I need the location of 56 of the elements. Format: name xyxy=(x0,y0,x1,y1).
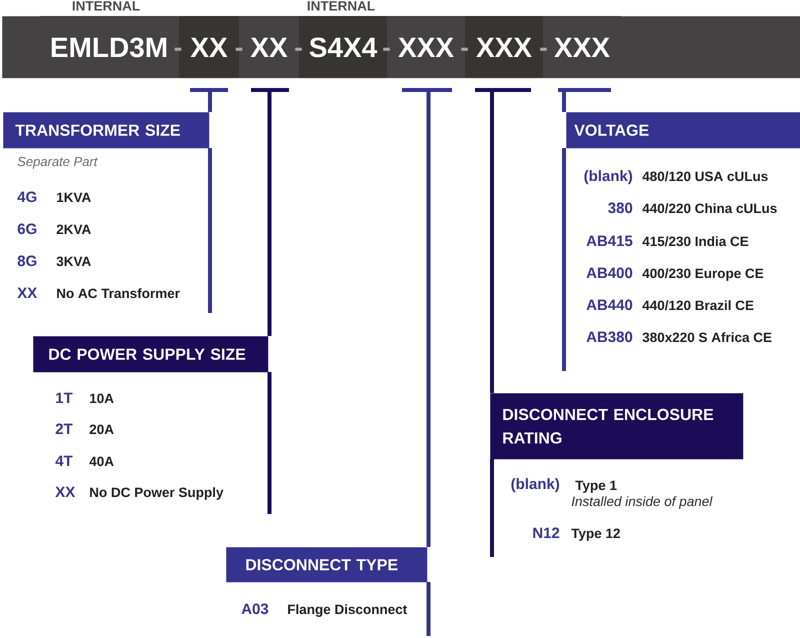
category-header: DISCONNECT ENCLOSURE RATING xyxy=(490,393,744,460)
option-code: AB400 xyxy=(586,268,632,278)
connector-line xyxy=(249,88,291,338)
option-description: Type 12 xyxy=(571,528,620,541)
category-header: TRANSFORMER SIZE xyxy=(3,112,210,148)
option-description: Type 1 xyxy=(575,480,617,493)
option-code: XX xyxy=(17,288,38,298)
dash: - xyxy=(383,48,390,51)
option-description: 1KVA xyxy=(57,192,91,202)
node-label: XXX xyxy=(554,38,610,58)
option-description: 480/120 USA cULus xyxy=(642,171,768,182)
node-label: EMLD3M xyxy=(52,37,166,58)
option-code: 4T xyxy=(55,456,73,466)
category-header: DC POWER SUPPLY SIZE xyxy=(33,336,268,372)
segment-caption: INTERNAL xyxy=(72,1,140,10)
option-code: (blank) xyxy=(511,478,560,492)
option-code: (blank) xyxy=(584,170,632,184)
option-code: XX xyxy=(55,486,76,497)
option-code: AB380 xyxy=(586,332,632,342)
note-text: Installed inside of panel xyxy=(572,496,713,509)
option-description: 2KVA xyxy=(56,224,91,234)
option-description: 415/230 India CE xyxy=(642,236,748,246)
option-description: 10A xyxy=(90,394,114,404)
option-description: 3KVA xyxy=(56,256,91,266)
option-code: 4G xyxy=(17,192,36,202)
connector-line xyxy=(400,88,454,549)
option-code: AB415 xyxy=(586,236,632,246)
segment-caption: INTERNAL xyxy=(308,1,375,10)
option-code: 6G xyxy=(18,224,36,234)
category-header: VOLTAGE xyxy=(566,112,800,148)
dash: - xyxy=(540,48,547,51)
dash: - xyxy=(461,48,468,51)
option-code: 380 xyxy=(608,202,632,214)
option-code: 2T xyxy=(56,424,73,434)
option-code: N12 xyxy=(533,528,560,538)
option-description: 20A xyxy=(90,424,114,434)
option-code: 8G xyxy=(18,256,36,266)
category-header: DISCONNECT TYPE xyxy=(226,547,428,582)
connector-line xyxy=(473,88,533,395)
node-label: XX xyxy=(250,38,288,58)
option-description: 440/220 China cULus xyxy=(642,203,777,214)
connector-line xyxy=(556,88,613,114)
connector-line xyxy=(188,88,230,114)
option-code: A03 xyxy=(242,604,268,614)
option-description: 400/230 Europe CE xyxy=(642,268,764,281)
option-description: 440/120 Brazil CE xyxy=(642,300,754,310)
option-description: Flange Disconnect xyxy=(288,604,408,617)
node-label: XXX xyxy=(398,38,454,58)
dash: - xyxy=(295,48,302,51)
option-description: No DC Power Supply xyxy=(90,487,224,500)
option-description: No AC Transformer xyxy=(57,288,180,298)
option-description: 40A xyxy=(89,456,114,466)
option-description: 380x220 S Africa CE xyxy=(642,332,772,342)
option-code: AB440 xyxy=(586,300,632,310)
note-text: Separate Part xyxy=(18,156,98,169)
option-code: 1T xyxy=(56,392,73,403)
